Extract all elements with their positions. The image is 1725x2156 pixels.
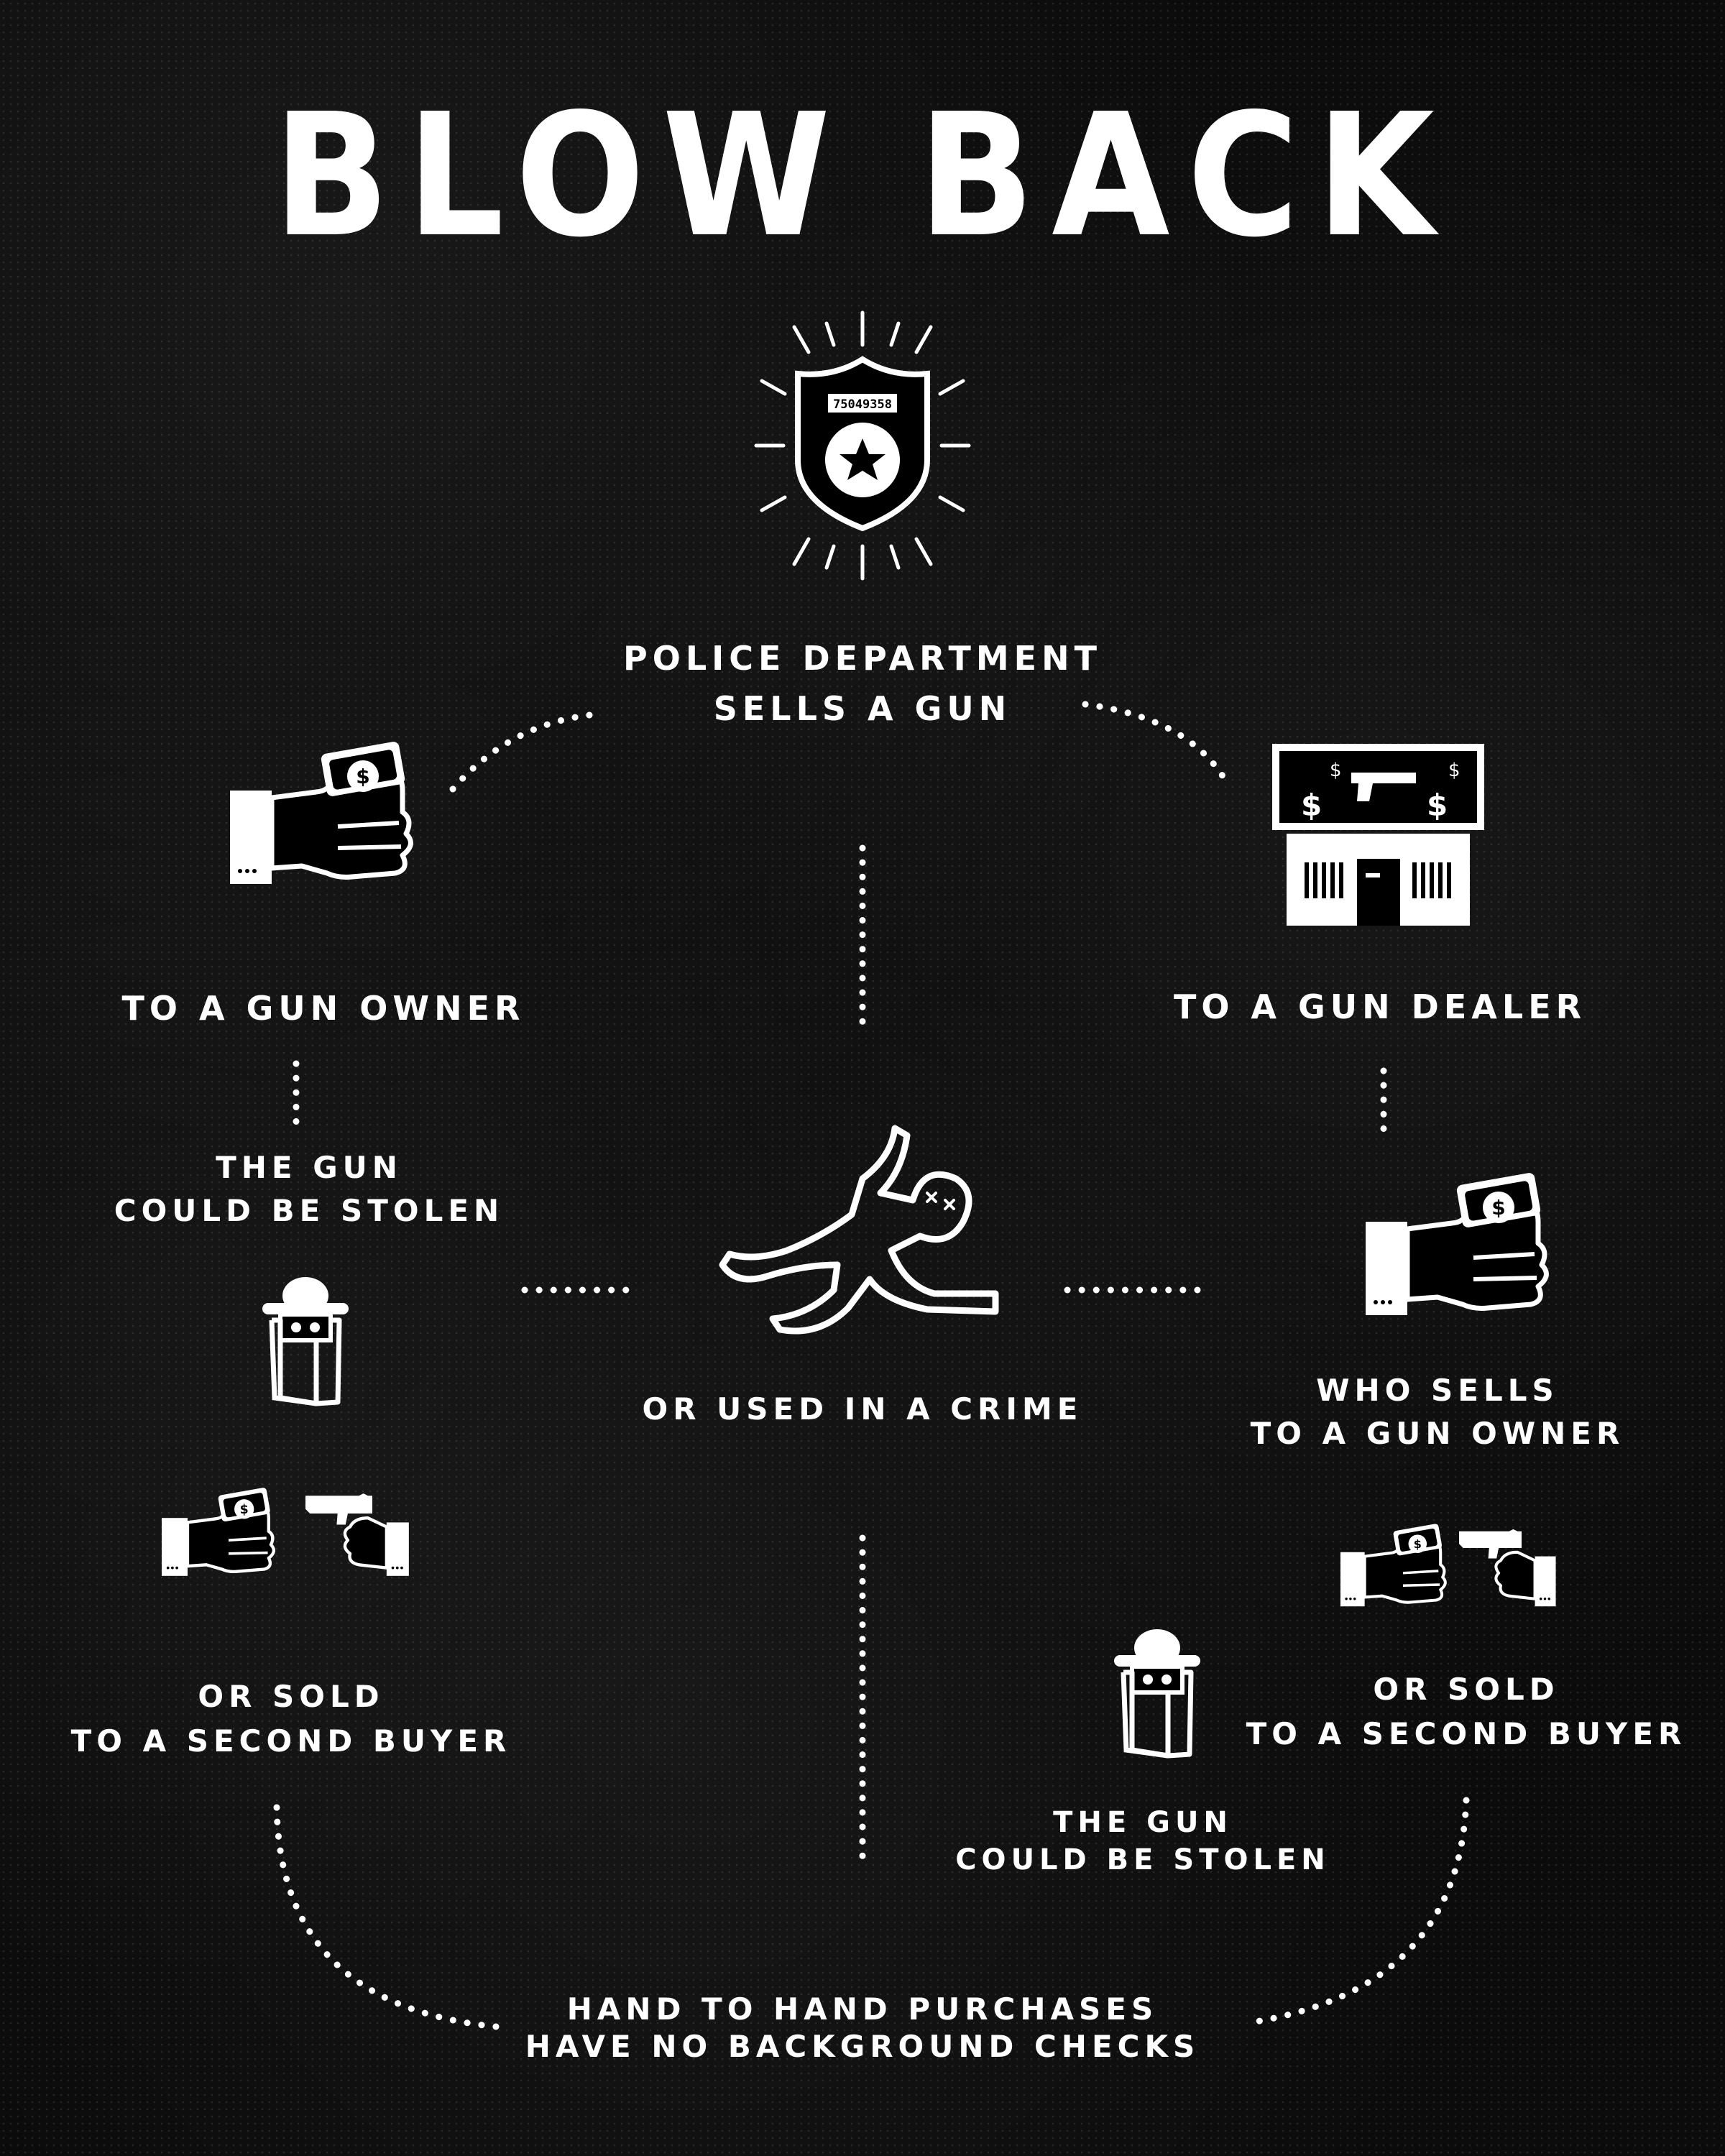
label-second-buyer-left-line1: OR SOLD (198, 1679, 385, 1714)
svg-text:$: $ (1330, 760, 1342, 781)
label-used-in-crime: OR USED IN A CRIME (642, 1391, 1083, 1427)
label-second-buyer-right-line1: OR SOLD (1373, 1672, 1560, 1707)
label-hand-to-hand: HAND TO HAND PURCHASES HAVE NO BACKGROUN… (467, 1991, 1258, 2065)
page-title: BLOW BACK (273, 77, 1452, 275)
badge-number: 75049358 (833, 397, 892, 412)
gun-store-icon: $ $ $ $ (1272, 744, 1484, 926)
label-second-buyer-left-line2: TO A SECOND BUYER (70, 1723, 512, 1759)
label-second-buyer-right-line2: TO A SECOND BUYER (1246, 1716, 1687, 1751)
svg-text:$: $ (1448, 760, 1460, 781)
label-stolen-right-line1: THE GUN (1053, 1806, 1233, 1839)
svg-text:$: $ (1301, 788, 1322, 823)
label-gun-dealer: TO A GUN DEALER (1173, 987, 1587, 1026)
connector-police-owner (442, 711, 593, 801)
label-stolen-right: THE GUN COULD BE STOLEN (927, 1804, 1358, 1879)
connector-right-bottom (1243, 1797, 1470, 2027)
connector-left-bottom (273, 1804, 500, 2030)
label-second-buyer-right: OR SOLD TO A SECOND BUYER (1236, 1667, 1696, 1756)
connector-police-dealer (1082, 701, 1233, 791)
label-gun-owner: TO A GUN OWNER (121, 989, 525, 1028)
label-hand-to-hand-line2: HAVE NO BACKGROUND CHECKS (525, 2029, 1200, 2064)
svg-text:$: $ (1427, 788, 1448, 823)
label-police-sells: POLICE DEPARTMENT SELLS A GUN (503, 636, 1222, 731)
label-stolen-left-line2: COULD BE STOLEN (114, 1193, 505, 1228)
label-stolen-left: THE GUN COULD BE STOLEN (93, 1146, 525, 1233)
label-dealer-sells: WHO SELLS TO A GUN OWNER (1222, 1369, 1653, 1455)
label-police-line1: POLICE DEPARTMENT (623, 639, 1102, 678)
chalk-outline-icon (719, 1125, 999, 1335)
police-badge-icon: 75049358 (754, 310, 971, 581)
label-hand-to-hand-line1: HAND TO HAND PURCHASES (566, 1991, 1159, 2027)
label-police-line2: SELLS A GUN (713, 689, 1012, 728)
label-dealer-sells-line2: TO A GUN OWNER (1250, 1416, 1625, 1451)
label-dealer-sells-line1: WHO SELLS (1316, 1373, 1559, 1408)
label-stolen-left-line1: THE GUN (216, 1150, 402, 1185)
label-stolen-right-line2: COULD BE STOLEN (955, 1843, 1330, 1876)
label-second-buyer-left: OR SOLD TO A SECOND BUYER (65, 1674, 518, 1764)
